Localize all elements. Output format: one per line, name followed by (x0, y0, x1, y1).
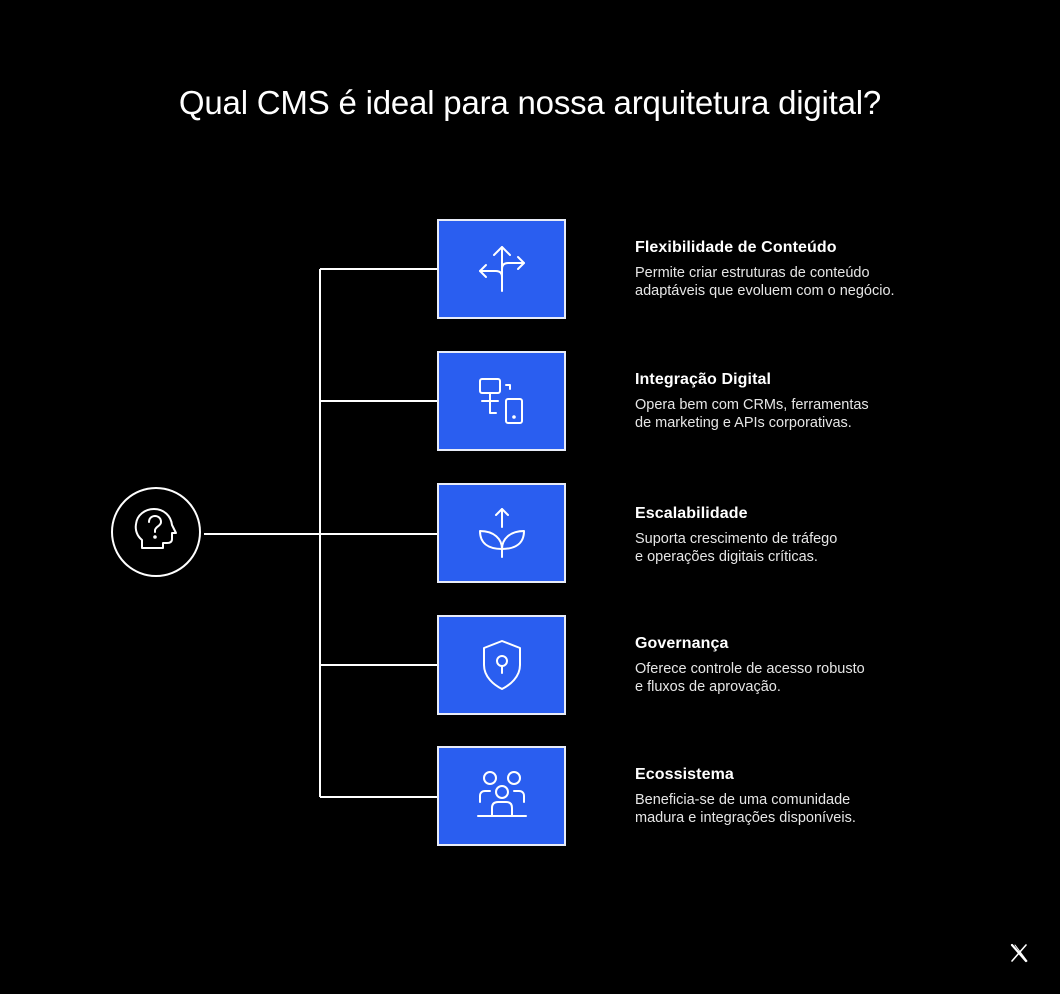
option-title: Ecossistema (635, 766, 734, 783)
option-description: Beneficia-se de uma comunidade madura e … (635, 792, 856, 826)
option-text-flexibilidade: Flexibilidade de Conteúdo Permite criar … (635, 238, 975, 300)
option-box-escalabilidade (437, 483, 566, 583)
option-text-escalabilidade: Escalabilidade Suporta crescimento de tr… (635, 504, 975, 566)
x-logo-icon (1010, 943, 1028, 963)
shield-keyhole-icon (482, 640, 521, 690)
people-group-icon (476, 771, 527, 817)
option-title: Governança (635, 635, 729, 652)
diagram-title: Qual CMS é ideal para nossa arquitetura … (178, 84, 882, 121)
option-description: Suporta crescimento de tráfego e operaçõ… (635, 531, 838, 565)
option-text-governanca: Governança Oferece controle de acesso ro… (635, 634, 975, 696)
split-arrows-icon (478, 246, 525, 292)
option-description: Opera bem com CRMs, ferramentas de marke… (635, 397, 869, 431)
option-box-governanca (437, 615, 566, 715)
option-box-ecossistema (437, 746, 566, 846)
root-node (111, 487, 201, 577)
option-title: Escalabilidade (635, 505, 748, 522)
option-title: Integração Digital (635, 371, 772, 388)
option-description: Oferece controle de acesso robusto e flu… (635, 661, 865, 695)
option-description: Permite criar estruturas de conteúdo ada… (635, 265, 895, 299)
option-text-integracao: Integração Digital Opera bem com CRMs, f… (635, 370, 975, 432)
sprout-growth-icon (478, 508, 525, 558)
option-box-integracao (437, 351, 566, 451)
option-box-flexibilidade (437, 219, 566, 319)
option-text-ecossistema: Ecossistema Beneficia-se de uma comunida… (635, 765, 975, 827)
option-title: Flexibilidade de Conteúdo (635, 239, 837, 256)
device-integration-icon (478, 378, 523, 424)
head-question-icon (134, 508, 177, 549)
